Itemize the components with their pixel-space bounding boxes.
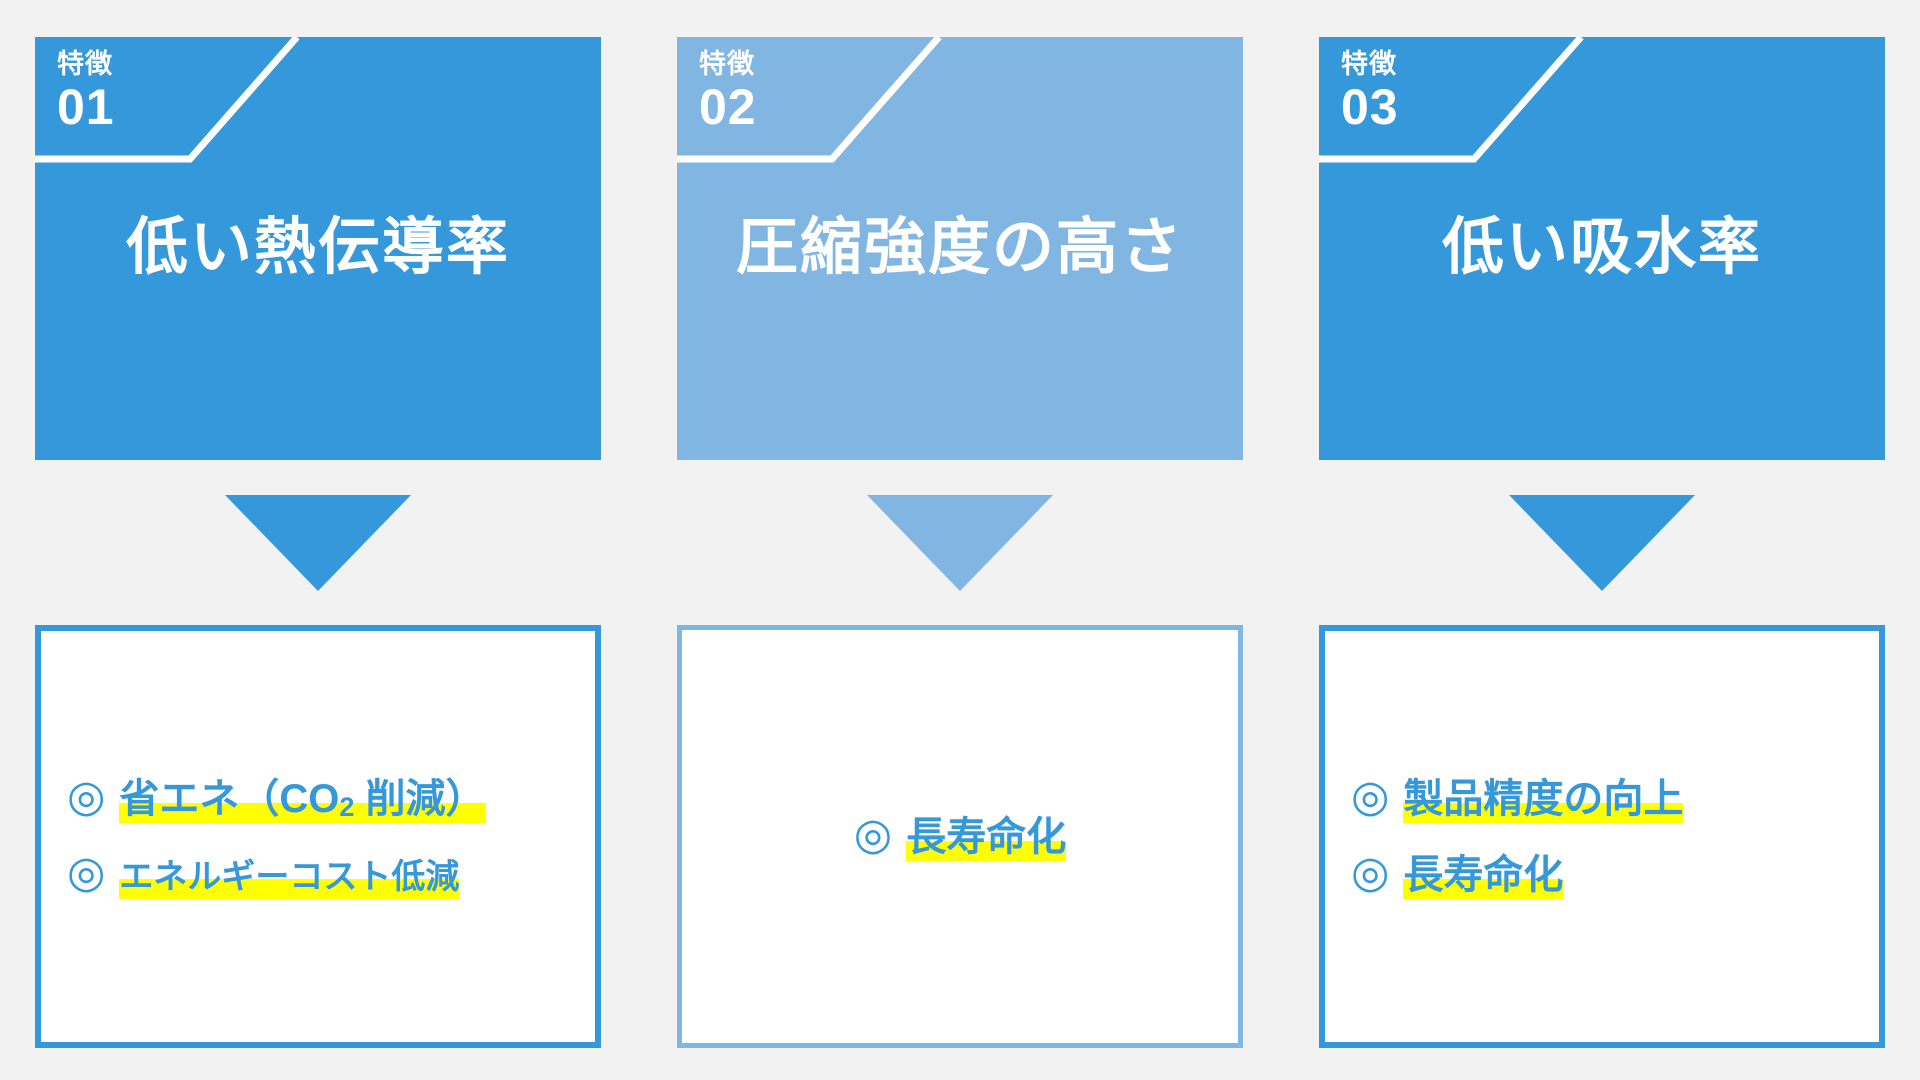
double-circle-icon: ◎ <box>67 847 106 897</box>
feature-card-03: 特徴 03 低い吸水率 <box>1319 37 1885 460</box>
feature-card-01: 特徴 01 低い熱伝導率 <box>35 37 601 460</box>
feature-column-03: 特徴 03 低い吸水率 ◎ 製品精度の向上 ◎ <box>1319 37 1885 1048</box>
result-list-02: ◎ 長寿命化 <box>682 809 1238 861</box>
down-arrow-icon <box>1509 494 1695 591</box>
list-item: ◎ エネルギーコスト低減 <box>67 847 460 899</box>
list-item: ◎ 省エネ（CO2 削減） <box>67 771 486 823</box>
double-circle-icon: ◎ <box>1351 771 1390 821</box>
feature-title-01: 低い熱伝導率 <box>125 213 510 282</box>
result-label: 長寿命化 <box>1403 852 1564 897</box>
result-label: エネルギーコスト低減 <box>119 857 460 896</box>
result-list-03: ◎ 製品精度の向上 ◎ 長寿命化 <box>1325 771 1879 899</box>
result-box-01: ◎ 省エネ（CO2 削減） ◎ エネルギーコスト低減 <box>35 625 601 1048</box>
badge-divider-icon <box>1319 37 1584 163</box>
down-arrow-icon <box>225 494 411 591</box>
result-label: 長寿命化 <box>906 814 1067 859</box>
result-label-suffix: 削減） <box>354 776 486 821</box>
result-text: 長寿命化 <box>906 814 1067 861</box>
feature-column-01: 特徴 01 低い熱伝導率 ◎ 省エネ（CO2 削減） <box>35 37 601 1048</box>
result-text: 省エネ（CO2 削減） <box>119 776 486 823</box>
list-item: ◎ 長寿命化 <box>853 809 1067 861</box>
feature-title-02: 圧縮強度の高さ <box>735 213 1184 282</box>
badge-divider-icon <box>677 37 942 163</box>
subscript: 2 <box>339 791 355 822</box>
highlight-bar <box>119 802 486 823</box>
feature-card-02: 特徴 02 圧縮強度の高さ <box>677 37 1243 460</box>
feature-column-02: 特徴 02 圧縮強度の高さ ◎ 長寿命化 <box>677 37 1243 1048</box>
result-text: 製品精度の向上 <box>1403 776 1684 823</box>
highlight-bar <box>906 840 1067 861</box>
result-box-02: ◎ 長寿命化 <box>677 625 1243 1048</box>
highlight-bar <box>1403 878 1564 899</box>
arrow-container-01 <box>225 460 411 625</box>
result-box-03: ◎ 製品精度の向上 ◎ 長寿命化 <box>1319 625 1885 1048</box>
feature-title-03: 低い吸水率 <box>1441 213 1762 282</box>
arrow-container-02 <box>867 460 1053 625</box>
arrow-container-03 <box>1509 460 1695 625</box>
list-item: ◎ 製品精度の向上 <box>1351 771 1684 823</box>
double-circle-icon: ◎ <box>67 771 106 821</box>
result-text: 長寿命化 <box>1403 852 1564 899</box>
highlight-bar <box>119 878 460 899</box>
down-arrow-icon <box>867 494 1053 591</box>
result-list-01: ◎ 省エネ（CO2 削減） ◎ エネルギーコスト低減 <box>41 771 595 899</box>
result-label: 省エネ（CO <box>119 776 340 821</box>
list-item: ◎ 長寿命化 <box>1351 847 1564 899</box>
result-text: エネルギーコスト低減 <box>119 853 460 899</box>
result-label: 製品精度の向上 <box>1403 776 1684 821</box>
badge-divider-icon <box>35 37 300 163</box>
highlight-bar <box>1403 802 1684 823</box>
double-circle-icon: ◎ <box>853 809 893 859</box>
double-circle-icon: ◎ <box>1351 847 1390 897</box>
